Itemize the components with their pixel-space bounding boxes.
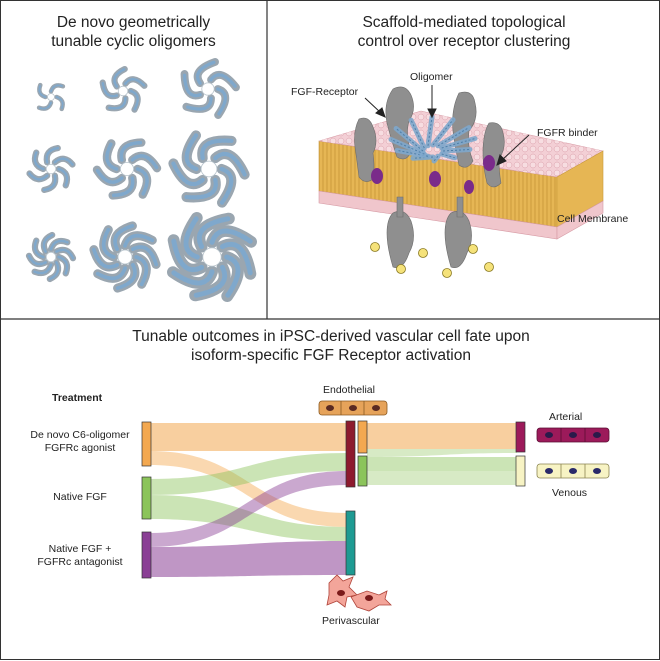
treatment-header: Treatment bbox=[52, 392, 103, 404]
sankey-diagram bbox=[141, 420, 526, 579]
oligomer-ring bbox=[26, 145, 76, 193]
fgf-receptor-label: FGF-Receptor bbox=[291, 86, 359, 98]
phosphorylation-marks bbox=[370, 242, 494, 278]
oligomer-ring bbox=[168, 130, 250, 208]
panel-b-title-line1: Scaffold-mediated topological bbox=[362, 14, 566, 31]
panel-a-title-line1: De novo geometrically bbox=[56, 14, 211, 31]
oligomer-ring bbox=[25, 231, 77, 283]
treatment-1-line2: FGFRc agonist bbox=[44, 442, 116, 454]
arterial-label: Arterial bbox=[549, 411, 583, 423]
sankey-flow bbox=[367, 449, 517, 457]
sankey-flow bbox=[150, 541, 347, 577]
oligomer-grid bbox=[25, 58, 257, 302]
oligomer-label: Oligomer bbox=[410, 71, 453, 83]
sankey-flow bbox=[150, 451, 347, 527]
sankey-flow bbox=[150, 423, 347, 451]
oligomer-blade bbox=[439, 151, 458, 161]
cell-membrane-label: Cell Membrane bbox=[557, 213, 629, 225]
perivascular-cells-icon bbox=[326, 574, 392, 612]
node-native-fgf bbox=[141, 476, 152, 520]
treatment-1-label: De novo C6-oligomer FGFRc agonist bbox=[19, 429, 141, 455]
sankey-flow bbox=[367, 423, 517, 449]
panel-c-title-line2: isoform-specific FGF Receptor activation bbox=[191, 347, 471, 364]
panel-b-title: Scaffold-mediated topological control ov… bbox=[267, 13, 660, 51]
sankey-flow bbox=[367, 471, 517, 485]
node-venous bbox=[515, 455, 526, 487]
panel-a-title: De novo geometrically tunable cyclic oli… bbox=[1, 13, 266, 51]
oligomer-ring bbox=[180, 58, 240, 119]
treatment-1-line1: De novo C6-oligomer bbox=[30, 429, 130, 441]
treatment-3-line2: FGFRc antagonist bbox=[37, 556, 123, 568]
panel-c-title: Tunable outcomes in iPSC-derived vascula… bbox=[1, 327, 660, 365]
node-antagonist bbox=[141, 531, 152, 579]
oligomer-ring bbox=[92, 138, 162, 200]
node-endo-native-share bbox=[357, 455, 368, 487]
sankey-flow bbox=[150, 495, 347, 541]
panel-c-title-line1: Tunable outcomes in iPSC-derived vascula… bbox=[132, 328, 530, 345]
treatment-3-label: Native FGF + FGFRc antagonist bbox=[19, 543, 141, 569]
fgfr-binder-label: FGFR binder bbox=[537, 127, 598, 139]
arterial-cells-icon bbox=[536, 427, 610, 443]
node-perivascular bbox=[345, 510, 356, 576]
sankey-flow bbox=[150, 453, 347, 495]
oligomer-ring bbox=[89, 221, 161, 293]
perivascular-label: Perivascular bbox=[322, 615, 380, 627]
fgfr-binders bbox=[371, 155, 495, 194]
oligomer-blade bbox=[388, 137, 427, 157]
endothelial-cells-icon bbox=[318, 400, 388, 416]
panel-a-title-line2: tunable cyclic oligomers bbox=[51, 33, 216, 50]
venous-label: Venous bbox=[552, 487, 588, 499]
treatment-2-label: Native FGF bbox=[19, 491, 141, 504]
fgf-receptors bbox=[354, 86, 505, 268]
oligomer-model bbox=[388, 114, 478, 164]
callout-arrows bbox=[364, 85, 530, 166]
treatment-3-line1: Native FGF + bbox=[48, 543, 112, 555]
node-arterial bbox=[515, 421, 526, 453]
oligomer-ring bbox=[167, 212, 257, 302]
venous-cells-icon bbox=[536, 463, 610, 479]
node-agonist bbox=[141, 421, 152, 467]
oligomer-ring bbox=[99, 66, 148, 113]
oligomer-ring bbox=[36, 82, 66, 112]
sankey-flow bbox=[150, 471, 347, 547]
node-endo-agonist-share bbox=[357, 420, 368, 454]
panel-b-title-line2: control over receptor clustering bbox=[357, 33, 571, 50]
sankey-flow bbox=[367, 457, 517, 471]
node-endothelial bbox=[345, 420, 356, 488]
endothelial-label: Endothelial bbox=[323, 384, 375, 396]
treatment-2-line1: Native FGF bbox=[53, 491, 107, 503]
